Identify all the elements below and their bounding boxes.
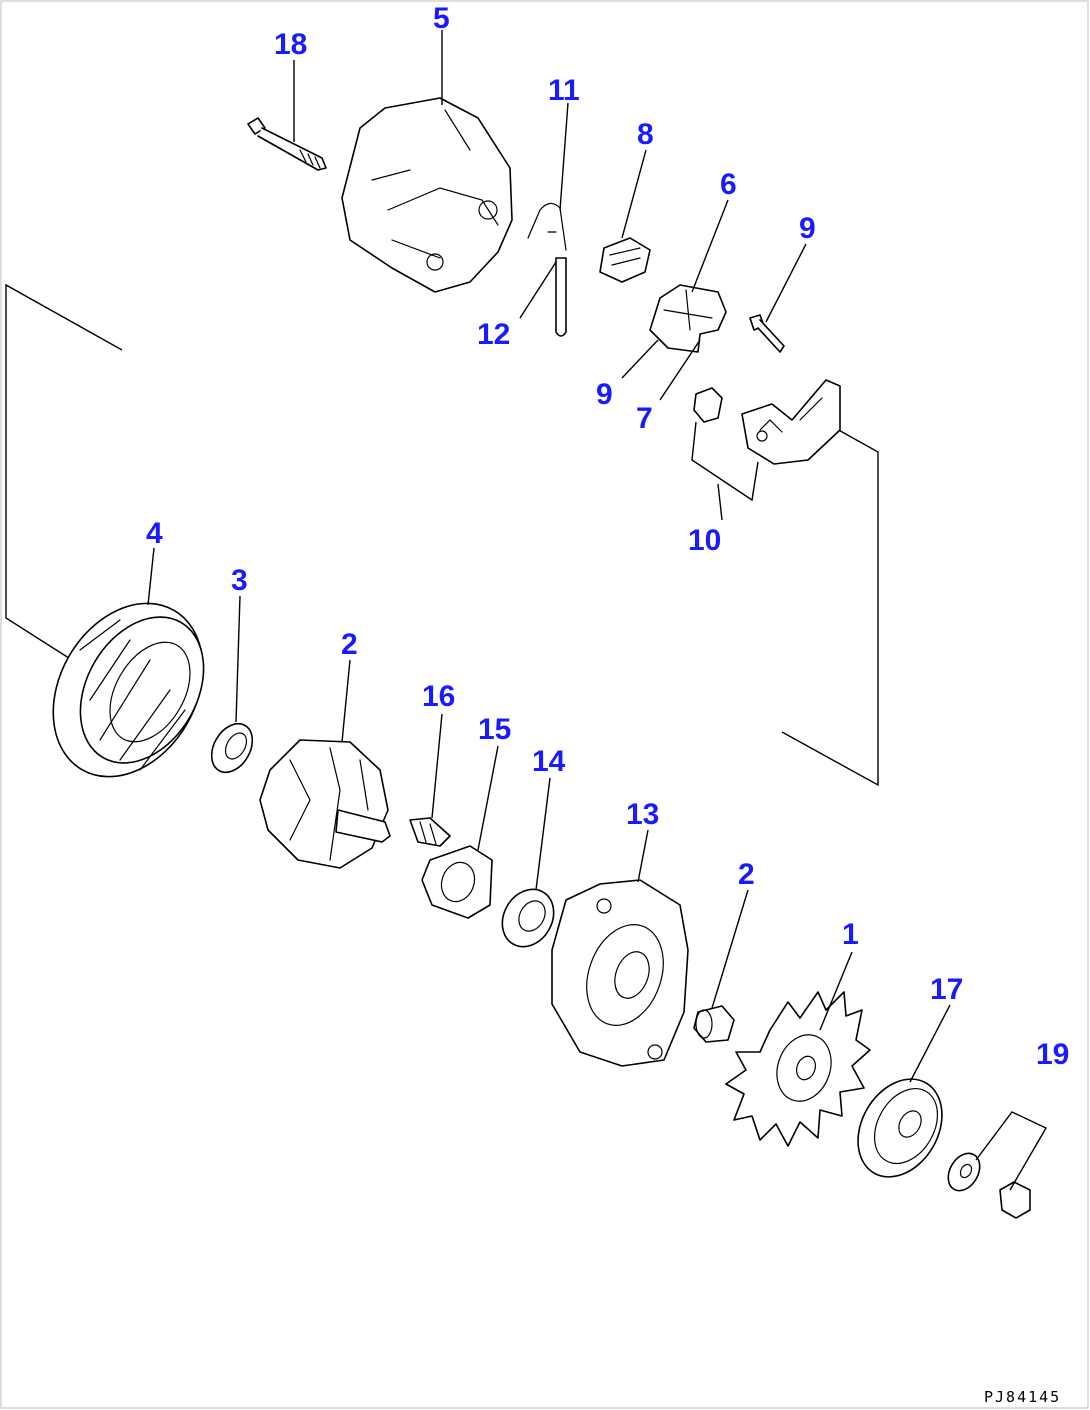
callout-9-right: 9 xyxy=(799,212,816,245)
part-3-bearing xyxy=(210,722,254,774)
callout-18: 18 xyxy=(274,28,307,61)
callout-labels: 18 5 11 8 6 9 12 9 7 10 4 3 2 16 15 14 1… xyxy=(146,2,1069,1071)
callout-3: 3 xyxy=(231,564,248,597)
part-18-through-bolt xyxy=(247,117,327,171)
callout-17: 17 xyxy=(930,973,963,1006)
part-17-pulley xyxy=(857,1078,943,1178)
leader-lines xyxy=(147,30,1047,1191)
callout-1: 1 xyxy=(842,918,859,951)
part-5-rear-housing xyxy=(341,97,513,293)
callout-19: 19 xyxy=(1036,1038,1069,1071)
callout-2-rotor: 2 xyxy=(341,628,358,661)
callout-15: 15 xyxy=(478,713,511,746)
callout-2-collar: 2 xyxy=(738,858,755,891)
part-16-spacer xyxy=(409,817,451,847)
part-6-7-regulator xyxy=(649,284,727,353)
part-10-rectifier xyxy=(693,379,841,465)
callout-6: 6 xyxy=(720,168,737,201)
drawing-code: PJ84145 xyxy=(984,1388,1061,1406)
callout-16: 16 xyxy=(422,680,455,713)
part-2-collar xyxy=(693,1005,735,1043)
part-11-12-terminal-wire xyxy=(527,202,567,337)
part-8-cap xyxy=(599,237,651,283)
part-13-front-housing xyxy=(551,879,689,1067)
callout-9-left: 9 xyxy=(596,378,613,411)
callout-10: 10 xyxy=(688,524,721,557)
part-15-retainer xyxy=(421,845,493,919)
part-4-stator xyxy=(52,602,205,778)
callout-13: 13 xyxy=(626,798,659,831)
callout-7: 7 xyxy=(636,402,653,435)
assembly-line-right xyxy=(781,427,879,787)
callout-5: 5 xyxy=(433,2,450,35)
part-19-washer-nut xyxy=(947,1152,1031,1219)
callout-11: 11 xyxy=(548,74,580,107)
part-9-screw xyxy=(749,314,785,353)
assembly-line-left xyxy=(5,283,123,661)
part-2-rotor xyxy=(259,739,391,869)
callout-12: 12 xyxy=(477,318,510,351)
part-1-fan xyxy=(725,991,871,1147)
callout-4: 4 xyxy=(146,517,163,550)
callout-14: 14 xyxy=(532,745,566,778)
callout-8: 8 xyxy=(637,118,654,151)
part-14-bearing xyxy=(501,888,555,948)
